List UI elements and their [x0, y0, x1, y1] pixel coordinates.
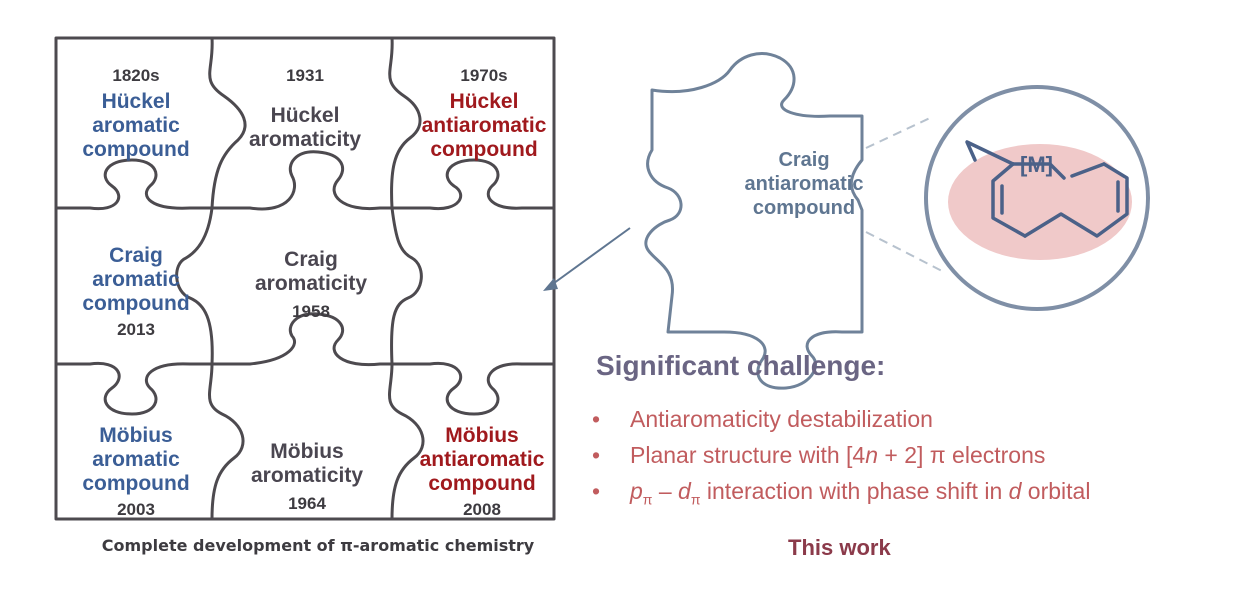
metal-label: [M] — [1020, 152, 1053, 177]
piece-mobius-aromatic-compound: Möbius aromatic compound 2003 — [66, 424, 206, 520]
piece-label-line: Hückel — [101, 90, 171, 113]
challenge-item-sub: π — [642, 491, 653, 508]
puzzle-seam-h2 — [54, 312, 556, 416]
challenge-item-text: + 2] π electrons — [878, 442, 1046, 468]
piece-label-line: aromaticity — [254, 272, 368, 295]
piece-label-line: compound — [82, 138, 190, 161]
piece-label-line: Hückel — [449, 90, 519, 113]
piece-label-line: aromatic — [92, 448, 180, 471]
challenge-item-var-p: p — [630, 478, 643, 504]
piece-craig-aromatic-compound: Craig aromatic compound 2013 — [66, 244, 206, 340]
puzzle-caption: Complete development of π-aromatic chemi… — [101, 536, 535, 555]
challenge-item-text: orbital — [1021, 478, 1091, 504]
piece-craig-aromaticity: Craig aromaticity 1958 — [246, 248, 376, 322]
arrow-line — [549, 227, 631, 287]
bullet: • — [592, 478, 601, 504]
zoom-line-top — [865, 117, 931, 149]
missing-piece-outline — [644, 52, 864, 390]
piece-mobius-antiaromatic-compound: Möbius antiaromatic compound 2008 — [412, 424, 552, 520]
puzzle-seam-v1 — [175, 36, 247, 521]
challenge-item: • Antiaromaticity destabilization — [592, 404, 1090, 440]
piece-label-line: compound — [82, 472, 190, 495]
puzzle-seam-h1 — [54, 150, 556, 211]
piece-year: 1820s — [112, 66, 160, 85]
challenge-item: • Planar structure with [4n + 2] π elect… — [592, 440, 1090, 476]
piece-label-line: Möbius — [270, 440, 344, 463]
piece-year: 2013 — [117, 320, 155, 339]
piece-label-line: antiaromatic — [744, 173, 864, 195]
arrow-head — [543, 278, 558, 291]
piece-huckel-aromaticity: 1931 Hückel aromaticity — [242, 66, 368, 152]
piece-label-line: compound — [430, 138, 538, 161]
challenge-item-sub: π — [690, 491, 701, 508]
piece-huckel-antiaromatic-compound: 1970s Hückel antiaromatic compound — [414, 66, 554, 162]
piece-label-line: aromatic — [92, 268, 180, 291]
piece-huckel-aromatic-compound: 1820s Hückel aromatic compound — [66, 66, 206, 162]
piece-label-line: compound — [428, 472, 536, 495]
piece-year: 1958 — [292, 302, 330, 321]
challenge-item: • pπ – dπ interaction with phase shift i… — [592, 476, 1090, 512]
piece-year: 2008 — [463, 500, 501, 519]
piece-year: 1931 — [286, 66, 324, 85]
puzzle-seam-v2 — [388, 36, 425, 521]
metallacycle-structure — [965, 140, 1129, 238]
piece-label-line: Möbius — [445, 424, 519, 447]
piece-label-line: antiaromatic — [419, 448, 545, 471]
bullet: • — [592, 442, 601, 468]
challenge-item-var-d: d — [1008, 478, 1022, 504]
this-work-label: This work — [788, 535, 891, 560]
piece-label-line: compound — [752, 197, 856, 219]
challenge-item-text: Planar structure with [4 — [630, 442, 866, 468]
challenge-item-text: – — [652, 478, 679, 504]
challenge-title: Significant challenge: — [596, 350, 886, 381]
bullet: • — [592, 406, 601, 432]
challenge-list: • Antiaromaticity destabilization • Plan… — [592, 404, 1090, 512]
piece-label-line: Craig — [778, 149, 830, 171]
piece-label-line: Möbius — [99, 424, 173, 447]
challenge-item-text: interaction with phase shift in — [700, 478, 1009, 504]
piece-label-line: aromaticity — [248, 128, 362, 151]
piece-label-line: aromatic — [92, 114, 180, 137]
piece-mobius-aromaticity: Möbius aromaticity 1964 — [242, 440, 372, 514]
piece-label-line: compound — [82, 292, 190, 315]
piece-label-line: Craig — [284, 248, 338, 271]
piece-label-line: Hückel — [270, 104, 340, 127]
challenge-item-var-n: n — [865, 442, 879, 468]
piece-year: 2003 — [117, 500, 155, 519]
challenge-item-text: Antiaromaticity destabilization — [630, 406, 933, 432]
missing-piece-label: Craig antiaromatic compound — [738, 148, 870, 220]
piece-label-line: antiaromatic — [421, 114, 547, 137]
piece-year: 1970s — [460, 66, 508, 85]
piece-label-line: aromaticity — [250, 464, 364, 487]
challenge-item-var-d: d — [678, 478, 691, 504]
piece-year: 1964 — [288, 494, 326, 513]
piece-label-line: Craig — [109, 244, 163, 267]
